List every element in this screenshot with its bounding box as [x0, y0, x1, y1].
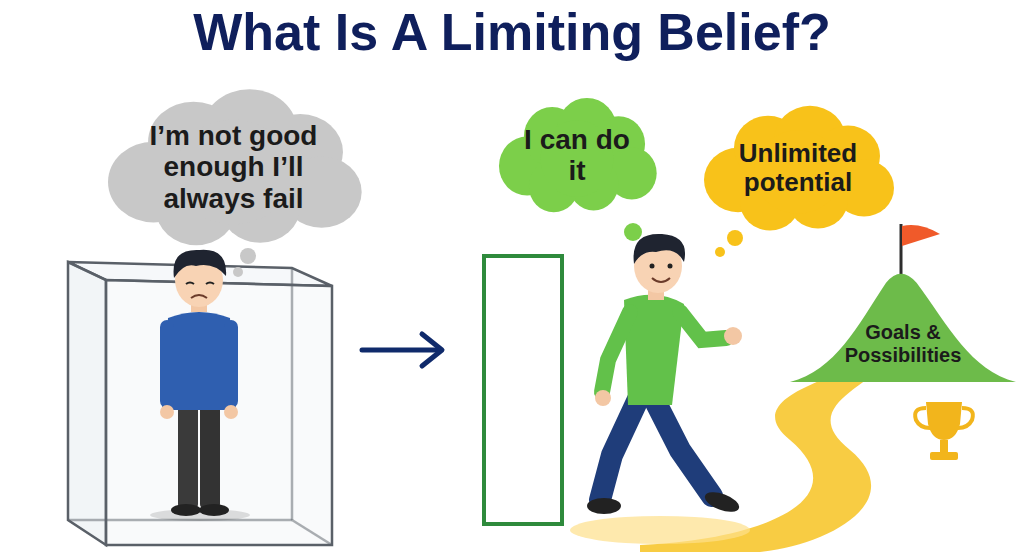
title: What Is A Limiting Belief? [0, 2, 1024, 62]
open-door [484, 256, 562, 524]
thought-text: Unlimited potential [723, 139, 873, 197]
thought-dots [715, 230, 743, 257]
thought-dots [233, 248, 256, 277]
path-glow [570, 516, 750, 544]
thought-cloud: Unlimited potential [698, 108, 898, 228]
sad-person [150, 250, 250, 521]
trophy [915, 402, 973, 460]
thought-text: I’m not good enough I’ll always fail [134, 120, 334, 214]
thought-cloud: I’m not good enough I’ll always fail [100, 92, 367, 242]
confident-person [587, 234, 742, 516]
transition-arrow [362, 334, 442, 366]
hill-label: Goals & Possibilities [828, 321, 978, 366]
goal-flag [901, 224, 940, 280]
goal-hill: Goals & Possibilities [790, 258, 1016, 382]
thought-text: I can do it [517, 124, 637, 187]
thought-cloud: I can do it [494, 100, 660, 210]
